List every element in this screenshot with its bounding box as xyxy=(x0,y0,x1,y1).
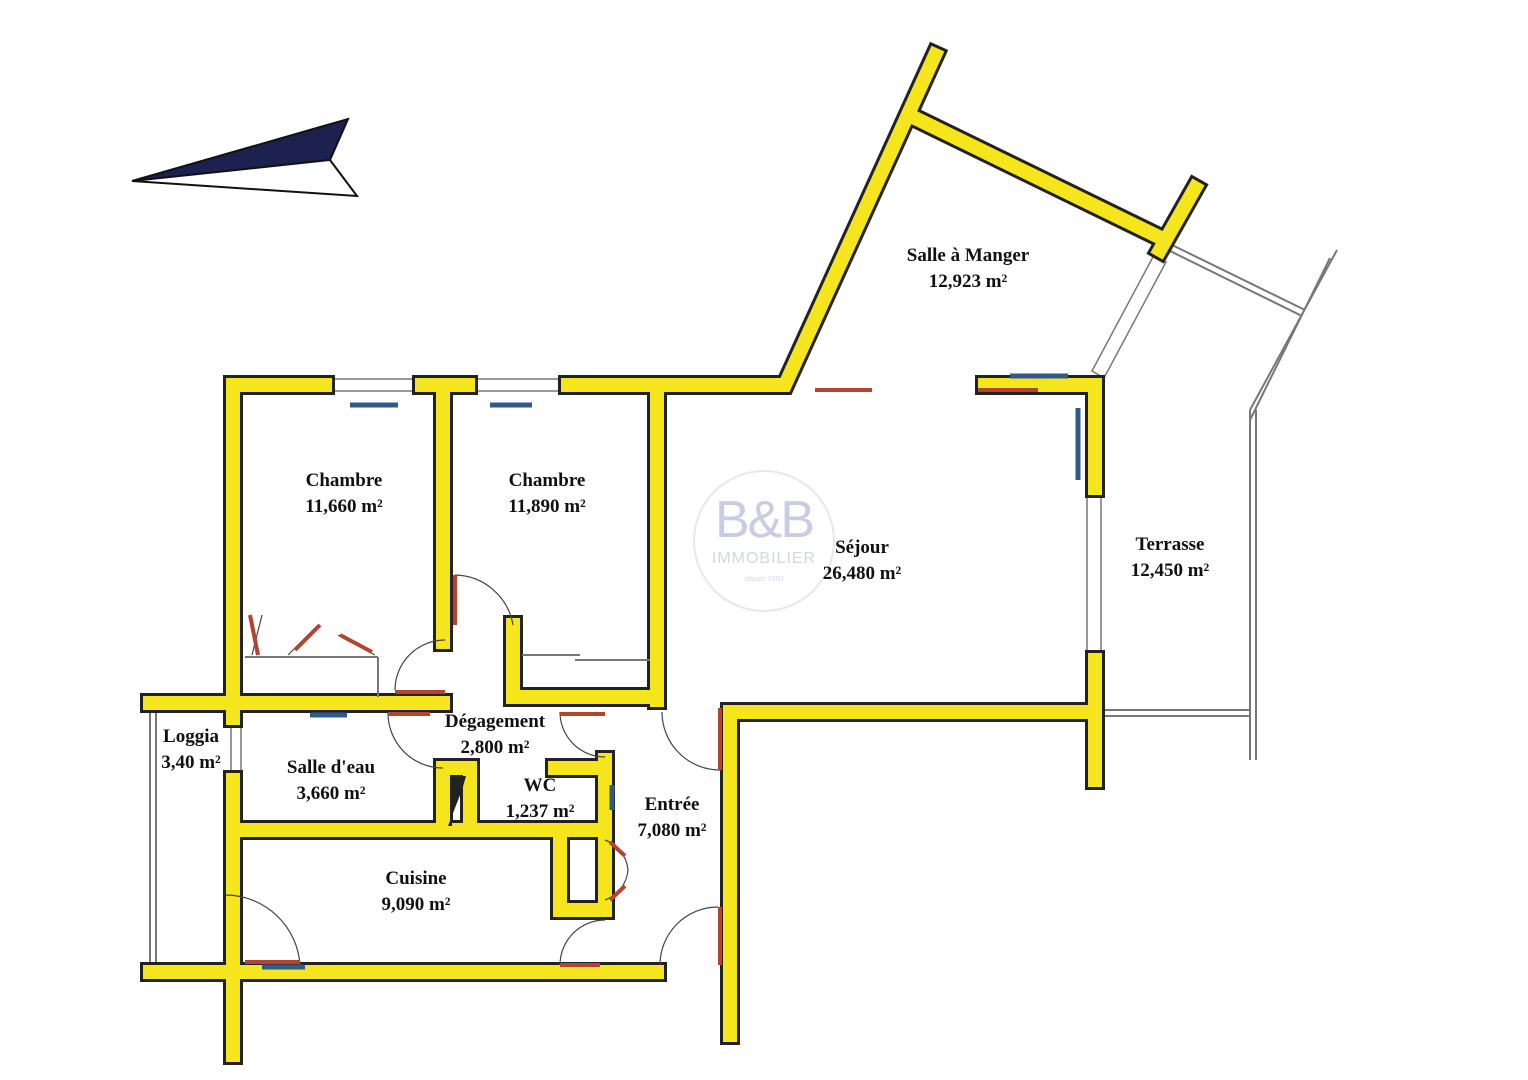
room-area: 12,450 m² xyxy=(1130,560,1210,581)
room-name: Loggia xyxy=(163,726,219,747)
room-area: 1,237 m² xyxy=(505,801,575,822)
room-area: 26,480 m² xyxy=(822,563,902,584)
room-area: 3,660 m² xyxy=(296,783,366,804)
room-name: Chambre xyxy=(305,470,383,491)
room-loggia: Loggia 3,40 m² xyxy=(161,724,221,776)
room-area: 3,40 m² xyxy=(161,752,221,773)
room-name: Chambre xyxy=(508,470,586,491)
room-name: Salle à Manger xyxy=(906,245,1030,266)
radiators xyxy=(262,373,1081,970)
room-name: Salle d'eau xyxy=(286,757,376,778)
terrace-outline xyxy=(149,242,1338,975)
watermark-logo-letters: B&B xyxy=(714,491,815,549)
room-name: Dégagement xyxy=(444,711,546,732)
watermark-since: depuis 1990 xyxy=(744,576,784,583)
north-arrow-icon xyxy=(131,117,350,182)
room-chambre-2: Chambre 11,890 m² xyxy=(508,468,585,520)
room-degagement: Dégagement 2,800 m² xyxy=(445,709,545,761)
room-name: Cuisine xyxy=(385,868,447,889)
room-wc: WC 1,237 m² xyxy=(505,773,574,825)
walls xyxy=(140,41,1209,1065)
room-name: Entrée xyxy=(644,794,700,815)
room-area: 11,660 m² xyxy=(305,496,383,517)
windows xyxy=(230,253,1168,781)
room-name: WC xyxy=(523,775,557,796)
room-area: 7,080 m² xyxy=(637,820,707,841)
room-terrasse: Terrasse 12,450 m² xyxy=(1131,532,1210,584)
room-name: Terrasse xyxy=(1135,534,1205,555)
room-sejour: Séjour 26,480 m² xyxy=(823,535,902,587)
room-salle-a-manger: Salle à Manger 12,923 m² xyxy=(907,243,1029,295)
closet-rails xyxy=(245,654,650,697)
room-area: 12,923 m² xyxy=(928,271,1008,292)
door-leaves xyxy=(245,388,1038,967)
watermark-logo: B&B IMMOBILIER depuis 1990 xyxy=(693,470,835,612)
room-salle-d-eau: Salle d'eau 3,660 m² xyxy=(287,755,375,807)
room-cuisine: Cuisine 9,090 m² xyxy=(381,866,450,918)
watermark-line: IMMOBILIER xyxy=(711,550,817,567)
north-arrow-outline xyxy=(131,159,360,198)
room-area: 11,890 m² xyxy=(508,496,586,517)
room-name: Séjour xyxy=(835,537,889,558)
duct xyxy=(448,776,466,826)
room-entree: Entrée 7,080 m² xyxy=(637,792,706,844)
room-chambre-1: Chambre 11,660 m² xyxy=(305,468,382,520)
room-area: 2,800 m² xyxy=(460,737,530,758)
room-area: 9,090 m² xyxy=(381,894,451,915)
